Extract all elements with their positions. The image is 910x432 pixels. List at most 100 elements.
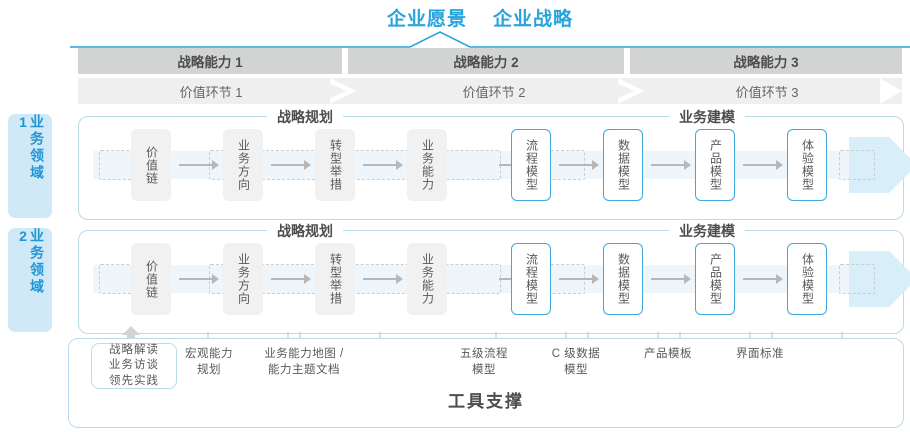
value-cell-2: 价值环节 2 (356, 78, 644, 104)
node-r2-process-model-label: 流程模型 (524, 253, 539, 305)
sidebar-domain-1-label: 业务领域 1 (15, 114, 45, 182)
node-r2-business-direction-label: 业务方向 (236, 253, 251, 305)
tool-chip-line-1: 战略解读 (109, 343, 159, 356)
tool-label-macro-line-1: 宏观能力 (185, 348, 233, 360)
node-r1-data-model-label: 数据模型 (616, 139, 631, 191)
node-r2-experience-model[interactable]: 体验模型 (787, 243, 827, 315)
title-enterprise-strategy: 企业战略 (493, 8, 574, 30)
arrow-r1-7 (743, 160, 783, 170)
node-r2-data-model-label: 数据模型 (616, 253, 631, 305)
node-r1-value-chain[interactable]: 价值链 (131, 129, 171, 201)
node-r2-product-model-label: 产品模型 (708, 253, 723, 305)
arrow-r2-1 (179, 274, 219, 284)
value-label-3: 价值环节 3 (735, 84, 799, 100)
section-rule-left-r1 (179, 116, 259, 117)
arrow-r2-7 (743, 274, 783, 284)
arrow-r1-6 (651, 160, 691, 170)
arrow-r1-2 (271, 160, 311, 170)
section-title-planning-r2: 战略规划 (267, 221, 343, 241)
node-r1-transformation[interactable]: 转型举措 (315, 129, 355, 201)
node-r1-process-model-label: 流程模型 (524, 139, 539, 191)
tool-label-data-line-2: 模型 (564, 363, 588, 376)
arrow-r1-5 (559, 160, 599, 170)
node-r2-value-chain[interactable]: 价值链 (131, 243, 171, 315)
tool-label-macro-capability: 宏观能力 规划 (121, 347, 297, 378)
tool-chip-line-3: 领先实践 (109, 374, 159, 387)
node-r2-business-capability-label: 业务能力 (420, 253, 435, 305)
value-label-2: 价值环节 2 (462, 84, 526, 100)
tool-label-product-template: 产品模板 (593, 347, 743, 363)
flow-arrow-r1 (849, 137, 910, 193)
arrow-r2-2 (271, 274, 311, 284)
node-r2-product-model[interactable]: 产品模型 (695, 243, 735, 315)
node-r2-process-model[interactable]: 流程模型 (511, 243, 551, 315)
capability-cell-2: 战略能力 2 (348, 48, 624, 74)
tool-label-map-line-2: 能力主题文档 (268, 363, 340, 376)
tool-support-container: 工具支撑 战略解读 业务访谈 领先实践 宏观能力 规划 业务能力地图 / 能力主… (68, 338, 904, 428)
node-r1-business-capability-label: 业务能力 (420, 139, 435, 191)
section-title-modeling-r1-text: 业务建模 (679, 109, 735, 125)
section-title-planning-r1: 战略规划 (267, 107, 343, 127)
node-r2-business-capability[interactable]: 业务能力 (407, 243, 447, 315)
arrow-r1-1 (179, 160, 219, 170)
value-cell-1: 价值环节 1 (78, 78, 356, 104)
tool-chip-strategy-inputs[interactable]: 战略解读 业务访谈 领先实践 (91, 343, 177, 389)
capability-label-3: 战略能力 3 (733, 55, 799, 70)
node-r1-data-model[interactable]: 数据模型 (603, 129, 643, 201)
arrow-r1-3 (363, 160, 403, 170)
capability-cell-3: 战略能力 3 (630, 48, 902, 74)
sidebar-domain-1[interactable]: 业务领域 1 (8, 114, 52, 218)
tool-label-process-line-1: 五级流程 (460, 348, 508, 360)
section-title-modeling-r1: 业务建模 (669, 107, 745, 127)
tool-chip-line-2: 业务访谈 (109, 359, 159, 372)
node-r2-data-model[interactable]: 数据模型 (603, 243, 643, 315)
node-r1-transformation-label: 转型举措 (328, 139, 343, 191)
top-titles: 企业愿景 企业战略 (340, 4, 620, 30)
node-r1-value-chain-label: 价值链 (144, 145, 159, 185)
capability-cell-1: 战略能力 1 (78, 48, 342, 74)
section-title-planning-r1-text: 战略规划 (277, 109, 333, 125)
section-rule-right-r2 (769, 230, 879, 231)
tool-support-title: 工具支撑 (448, 392, 524, 411)
node-r1-product-model[interactable]: 产品模型 (695, 129, 735, 201)
value-stage-bar: 价值环节 1 价值环节 2 价值环节 3 (78, 78, 902, 104)
arrow-r2-6 (651, 274, 691, 284)
sidebar-domain-2[interactable]: 业务领域 2 (8, 228, 52, 332)
node-r1-process-model[interactable]: 流程模型 (511, 129, 551, 201)
track-segment-r1-d (839, 150, 875, 180)
node-r1-experience-model-label: 体验模型 (800, 139, 815, 191)
tool-label-process-line-2: 模型 (472, 363, 496, 376)
node-r2-transformation-label: 转型举措 (328, 253, 343, 305)
tool-label-product-line-1: 产品模板 (644, 348, 692, 360)
section-rule-right-r1 (769, 116, 879, 117)
arrow-r2-5 (559, 274, 599, 284)
node-r1-business-capability[interactable]: 业务能力 (407, 129, 447, 201)
section-title-modeling-r2: 业务建模 (669, 221, 745, 241)
node-r1-business-direction[interactable]: 业务方向 (223, 129, 263, 201)
domain-row-2: 战略规划 业务建模 价值链 业务方向 转型举措 业务能力 流程模型 (78, 221, 910, 334)
value-cell-3: 价值环节 3 (644, 78, 902, 104)
section-title-modeling-r2-text: 业务建模 (679, 223, 735, 239)
node-r1-product-model-label: 产品模型 (708, 139, 723, 191)
node-r1-business-direction-label: 业务方向 (236, 139, 251, 191)
capability-label-2: 战略能力 2 (453, 55, 519, 70)
node-r2-business-direction[interactable]: 业务方向 (223, 243, 263, 315)
section-title-planning-r2-text: 战略规划 (277, 223, 333, 239)
tool-label-ui-line-1: 界面标准 (736, 348, 784, 360)
section-rule-left-r2 (179, 230, 259, 231)
node-r2-value-chain-label: 价值链 (144, 259, 159, 299)
tool-label-ui-standard: 界面标准 (685, 347, 835, 363)
tool-label-c-level-data: C 级数据 模型 (501, 347, 651, 378)
tool-label-five-level-process: 五级流程 模型 (409, 347, 559, 378)
node-r2-transformation[interactable]: 转型举措 (315, 243, 355, 315)
domain-row-1: 战略规划 业务建模 价值链 业务方向 转型举措 业务能力 流程模型 (78, 107, 910, 220)
title-enterprise-vision: 企业愿景 (386, 8, 467, 30)
section-rule-mid-r2 (375, 230, 655, 231)
title-connector-line (70, 31, 910, 48)
strategic-capability-bar: 战略能力 1 战略能力 2 战略能力 3 (78, 48, 902, 74)
flow-arrow-r2 (849, 251, 910, 307)
node-r1-experience-model[interactable]: 体验模型 (787, 129, 827, 201)
arrow-r2-3 (363, 274, 403, 284)
tool-label-map-line-1: 业务能力地图 / (264, 348, 344, 360)
